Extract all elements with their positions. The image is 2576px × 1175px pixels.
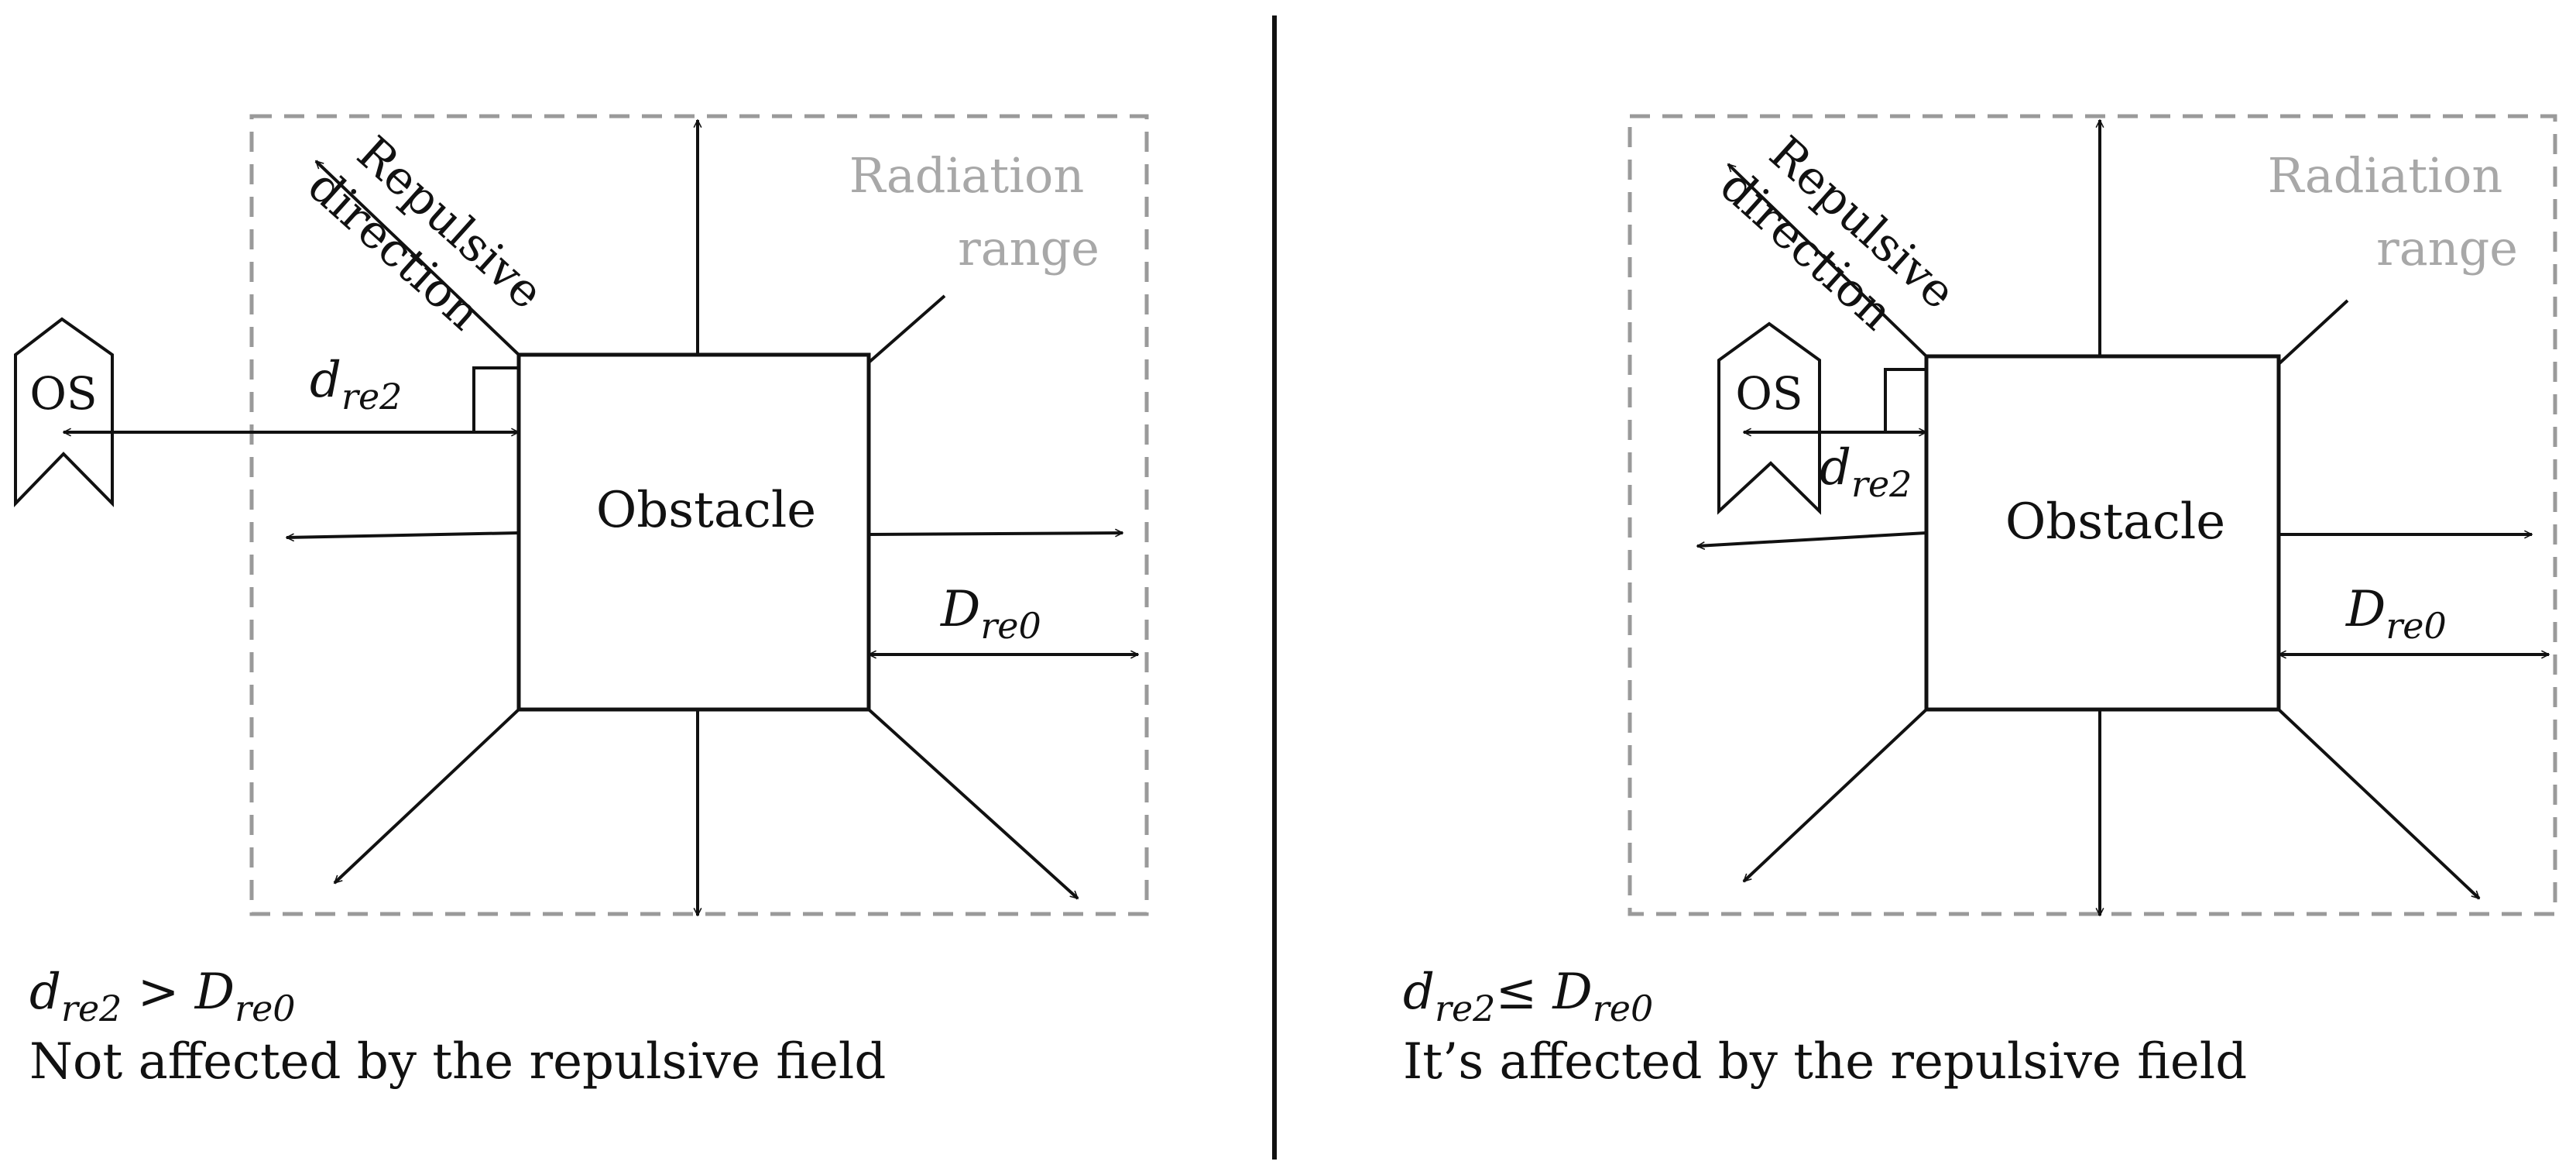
obstacle-label: Obstacle bbox=[2005, 493, 2225, 551]
repulsive-direction-arrow bbox=[314, 160, 520, 356]
os-label: OS bbox=[29, 367, 97, 420]
radiation-arrow-left bbox=[1697, 531, 1927, 546]
os-ship-icon bbox=[1717, 321, 1821, 515]
right-angle-marker bbox=[1884, 368, 1926, 432]
obstacle-box bbox=[1924, 354, 2281, 712]
radiation-range-label: Radiation range bbox=[2268, 147, 2518, 277]
condition-formula: dre2≤ Dre0 bbox=[1403, 964, 1653, 1029]
radiation-line-up-right bbox=[867, 294, 946, 364]
os-label: OS bbox=[1735, 367, 1803, 420]
caption: Not affected by the repulsive field bbox=[29, 1033, 886, 1091]
range-distance-label: Dre0 bbox=[940, 581, 1041, 647]
radiation-arrow-left bbox=[286, 531, 520, 538]
panel-right: Radiation range Obstacle Dre0 Repulsive … bbox=[1403, 114, 2557, 1091]
radiation-arrow-down-right bbox=[867, 708, 1079, 900]
obstacle-distance-label: dre2 bbox=[1820, 439, 1912, 505]
repulsive-direction-arrow bbox=[1727, 163, 1928, 358]
radiation-line-up-right bbox=[2277, 299, 2349, 366]
radiation-arrow-down-right bbox=[2277, 708, 2481, 900]
obstacle-box bbox=[516, 352, 871, 712]
radiation-arrow-right bbox=[868, 533, 1123, 534]
radiation-range-box bbox=[1628, 114, 2557, 916]
repulsive-direction-label: Repulsive direction bbox=[297, 116, 564, 373]
repulsive-direction-label: Repulsive direction bbox=[1710, 116, 1977, 373]
os-ship-icon bbox=[14, 317, 114, 507]
caption: It’s affected by the repulsive field bbox=[1403, 1033, 2247, 1091]
obstacle-distance-label: dre2 bbox=[310, 352, 402, 417]
radiation-range-label: Radiation range bbox=[849, 147, 1099, 277]
range-distance-label: Dre0 bbox=[2345, 581, 2447, 647]
radiation-arrow-down-left bbox=[333, 708, 520, 885]
panel-left: Radiation range Obstacle Dre0 Repulsive … bbox=[14, 114, 1149, 1091]
right-angle-marker bbox=[472, 366, 519, 432]
condition-formula: dre2 > Dre0 bbox=[29, 964, 296, 1029]
radiation-arrow-down-left bbox=[1742, 708, 1928, 883]
obstacle-label: Obstacle bbox=[596, 482, 816, 539]
